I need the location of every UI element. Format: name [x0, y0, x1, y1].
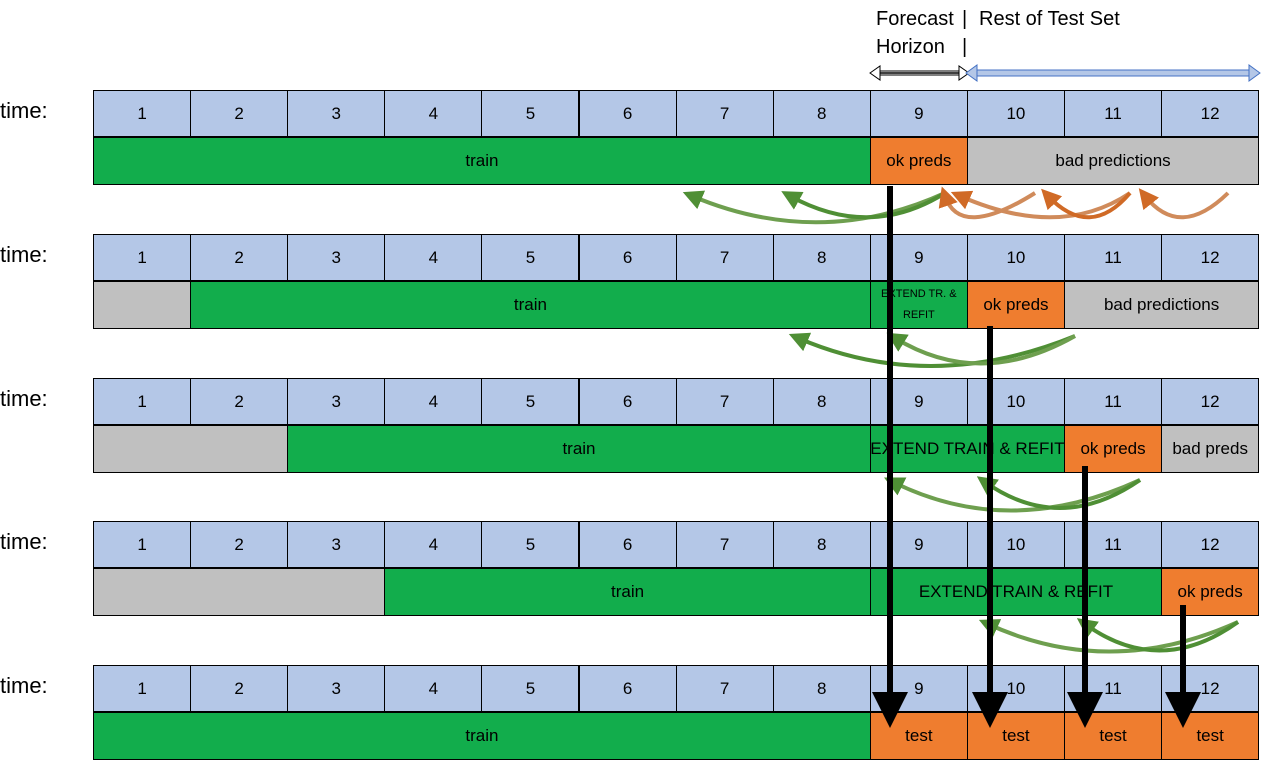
ok-segment: ok preds [1161, 568, 1260, 616]
time-step-cell: 3 [287, 234, 386, 281]
time-step-cell: 4 [384, 90, 483, 137]
time-step-cell: 9 [869, 521, 968, 568]
time-step-cell: 3 [287, 521, 386, 568]
header-separator-2: | [962, 36, 968, 58]
time-step-cell: 7 [675, 234, 774, 281]
time-step-cell: 12 [1161, 521, 1260, 568]
bad-segment: bad predictions [1064, 281, 1260, 329]
time-step-cell: 2 [190, 521, 289, 568]
time-step-cell: 8 [772, 378, 871, 425]
header-separator-1: | [962, 8, 968, 30]
time-step-cell: 6 [578, 234, 677, 281]
time-step-cell: 5 [481, 665, 580, 712]
time-step-cell: 10 [966, 521, 1065, 568]
time-step-cell: 6 [578, 521, 677, 568]
time-step-cell: 2 [190, 665, 289, 712]
time-step-cell: 7 [675, 90, 774, 137]
time-step-cell: 2 [190, 90, 289, 137]
time-step-cell: 5 [481, 234, 580, 281]
time-step-cell: 12 [1161, 378, 1260, 425]
ext-segment: EXTEND TRAIN & REFIT [869, 425, 1065, 473]
time-step-cell: 4 [384, 234, 483, 281]
bad-segment [93, 425, 289, 473]
time-step-cell: 8 [772, 521, 871, 568]
time-step-cell: 10 [966, 378, 1065, 425]
forecast-horizon-label-line2: Horizon [876, 36, 945, 58]
bad-segment: bad predictions [966, 137, 1260, 185]
curved-arrows-row1 [682, 186, 1230, 225]
time-step-cell: 9 [869, 234, 968, 281]
time-step-cell: 2 [190, 378, 289, 425]
time-step-cell: 6 [578, 665, 677, 712]
ok-segment: ok preds [869, 137, 968, 185]
time-step-cell: 11 [1064, 234, 1163, 281]
prediction-to-test-arrows [872, 186, 1201, 728]
forecast-horizon-label-line1: Forecast [876, 8, 954, 30]
time-label: time: [0, 98, 48, 123]
time-step-cell: 2 [190, 234, 289, 281]
rest-of-test-set-arrow [965, 64, 1261, 82]
time-step-cell: 4 [384, 665, 483, 712]
time-step-cell: 1 [93, 665, 192, 712]
train-segment: train [190, 281, 871, 329]
forecast-horizon-arrow [869, 65, 970, 81]
time-step-cell: 1 [93, 90, 192, 137]
time-step-cell: 6 [578, 378, 677, 425]
time-step-cell: 10 [966, 90, 1065, 137]
ext-segment: EXTEND TR. & REFIT [869, 281, 968, 329]
time-step-cell: 10 [966, 234, 1065, 281]
time-step-cell: 7 [675, 378, 774, 425]
time-label: time: [0, 673, 48, 698]
rest-of-test-set-label: Rest of Test Set [979, 8, 1120, 30]
time-step-cell: 5 [481, 90, 580, 137]
bad-segment: bad preds [1161, 425, 1260, 473]
train-segment: train [93, 137, 871, 185]
time-label: time: [0, 386, 48, 411]
time-step-cell: 1 [93, 378, 192, 425]
train-segment: train [287, 425, 871, 473]
time-step-cell: 6 [578, 90, 677, 137]
time-step-cell: 9 [869, 378, 968, 425]
curved-arrows-row3 [884, 476, 1142, 513]
bad-segment [93, 281, 192, 329]
time-step-cell: 4 [384, 521, 483, 568]
time-step-cell: 12 [1161, 90, 1260, 137]
curved-arrows-row4 [978, 618, 1240, 654]
time-step-cell: 1 [93, 234, 192, 281]
time-step-cell: 8 [772, 665, 871, 712]
ext-segment: EXTEND TRAIN & REFIT [869, 568, 1163, 616]
time-step-cell: 8 [772, 234, 871, 281]
train-segment: train [384, 568, 871, 616]
ok-segment: ok preds [1064, 425, 1163, 473]
time-step-cell: 12 [1161, 234, 1260, 281]
time-step-cell: 3 [287, 665, 386, 712]
curved-arrows-row2 [788, 332, 1076, 368]
time-step-cell: 4 [384, 378, 483, 425]
time-label: time: [0, 529, 48, 554]
time-label: time: [0, 242, 48, 267]
ok-segment: ok preds [966, 281, 1065, 329]
